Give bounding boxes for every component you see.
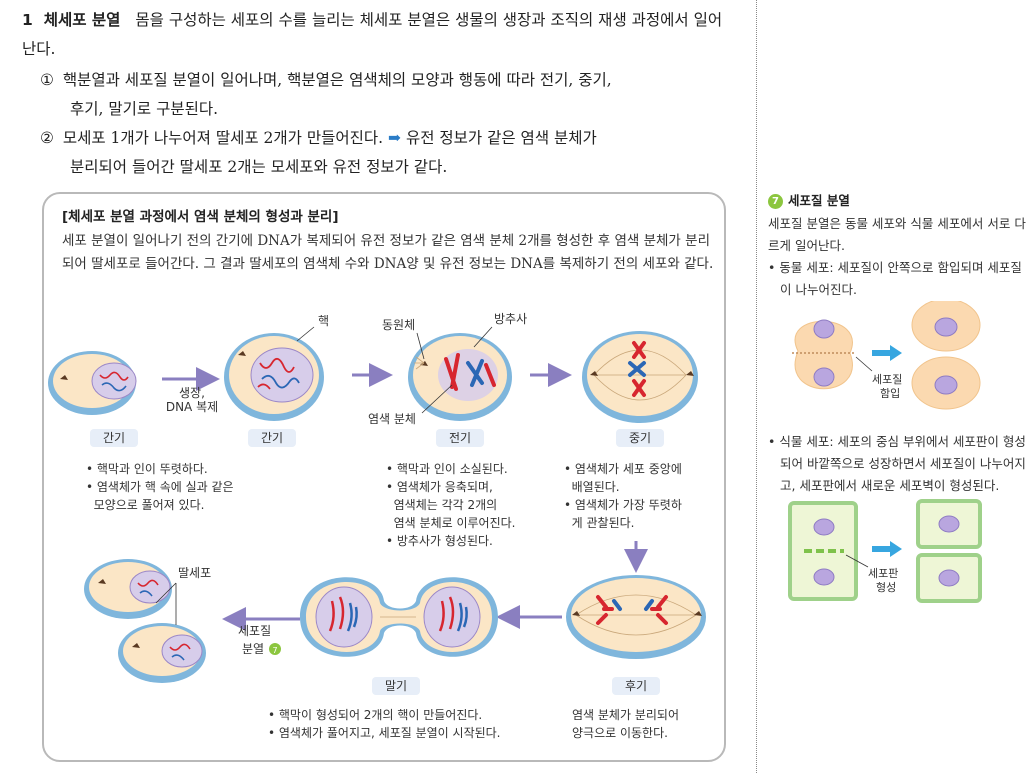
- cell-interphase-b: [224, 333, 324, 421]
- note-metaphase-1: • 염색체가 세포 중앙에: [564, 462, 682, 476]
- stage-interphase-a: 간기: [103, 431, 125, 445]
- stage-tag-telophase: [372, 677, 420, 695]
- section-number: 1: [22, 11, 33, 29]
- sidebar-plant: • 식물 세포: 세포의 중심 부위에서 세포판이 형성되어 바깥쪽으로 성장하…: [768, 434, 1026, 493]
- stage-anaphase: 후기: [625, 679, 647, 693]
- sidebar-title: 7 세포질 분열: [768, 190, 1030, 209]
- label-chromatid: 염색 분체: [368, 412, 416, 426]
- cell-telophase: [300, 577, 498, 657]
- stage-prophase: 전기: [449, 431, 471, 445]
- section-title: 체세포 분열: [43, 11, 121, 29]
- label-cytokinesis-1: 세포질: [238, 624, 271, 638]
- point-1-line2: 후기, 말기로 구분된다.: [70, 100, 219, 118]
- daughter-cell-2: [118, 623, 206, 683]
- stage-tag-metaphase: [616, 429, 664, 447]
- label-animal-1: 세포질: [872, 373, 902, 386]
- badge-number: 7: [272, 646, 277, 655]
- label-plant-2: 형성: [876, 581, 896, 594]
- stage-telophase: 말기: [385, 679, 407, 693]
- box-description: 세포 분열이 일어나기 전의 간기에 DNA가 복제되어 유전 정보가 같은 염…: [62, 233, 714, 272]
- note-telophase-1: • 핵막이 형성되어 2개의 핵이 만들어진다.: [268, 708, 482, 722]
- badge-icon: [269, 643, 281, 655]
- note-prophase-1: • 핵막과 인이 소실된다.: [386, 462, 508, 476]
- note-interphase-1: • 핵막과 인이 뚜렷하다.: [86, 462, 208, 476]
- daughter-cell-1: [84, 559, 172, 619]
- arrow-right-icon: ➡: [388, 129, 402, 147]
- cell-interphase-a: [48, 351, 137, 415]
- note-anaphase-2: 양극으로 이동한다.: [572, 726, 668, 740]
- point-2-line1b: 유전 정보가 같은 염색 분체가: [405, 129, 597, 147]
- label-growth-1: 생장,: [179, 386, 205, 400]
- note-interphase-2: • 염색체가 핵 속에 실과 같은: [86, 480, 234, 494]
- point-1-marker: ①: [40, 71, 54, 89]
- note-telophase-2: • 염색체가 풀어지고, 세포질 분열이 시작된다.: [268, 726, 501, 740]
- note-interphase-3: 모양으로 풀어져 있다.: [86, 498, 204, 512]
- label-centrosome: 동원체: [382, 318, 415, 332]
- note-anaphase-1: 염색 분체가 분리되어: [572, 708, 679, 722]
- stage-tag-anaphase: [612, 677, 660, 695]
- cell-anaphase: [566, 575, 706, 659]
- note-prophase-5: • 방추사가 형성된다.: [386, 534, 493, 548]
- note-metaphase-4: 게 관찰된다.: [564, 516, 634, 530]
- section-intro: 몸을 구성하는 세포의 수를 늘리는 체세포 분열은 생물의 생장과 조직의 재…: [22, 11, 723, 58]
- sidebar-animal: • 동물 세포: 세포질이 안쪽으로 함입되며 세포질이 나누어진다.: [768, 260, 1022, 297]
- info-box: [42, 192, 726, 762]
- stage-tag-interphase-a: [90, 429, 138, 447]
- label-daughter: 딸세포: [178, 566, 211, 580]
- box-title: [체세포 분열 과정에서 염색 분체의 형성과 분리]: [62, 209, 339, 225]
- stage-tag-prophase: [436, 429, 484, 447]
- plant-cell-division: 세포판 형성: [788, 499, 982, 603]
- point-1: ① 핵분열과 세포질 분열이 일어나며, 핵분열은 염색체의 모양과 행동에 따…: [40, 66, 730, 124]
- label-plant-1: 세포판: [868, 567, 898, 580]
- point-2-marker: ②: [40, 129, 54, 147]
- label-growth-2: DNA 복제: [166, 400, 218, 414]
- badge-icon: 7: [768, 194, 783, 209]
- sidebar-title-text: 세포질 분열: [788, 193, 850, 208]
- label-spindle: 방추사: [494, 312, 527, 326]
- stage-tag-interphase-b: [248, 429, 296, 447]
- label-nucleus: 핵: [318, 314, 329, 328]
- sidebar: 7 세포질 분열 세포질 분열은 동물 세포와 식물 세포에서 서로 다르게 일어…: [768, 190, 1030, 611]
- section-heading: 1 체세포 분열 몸을 구성하는 세포의 수를 늘리는 체세포 분열은 생물의 …: [22, 6, 727, 64]
- cell-division-diagram: 생장, DNA 복제 핵 동원체 방추사 염: [48, 312, 706, 740]
- point-2-line1a: 모세포 1개가 나누어져 딸세포 2개가 만들어진다.: [62, 129, 384, 147]
- label-animal-2: 함입: [880, 387, 900, 400]
- stage-metaphase: 중기: [629, 431, 651, 445]
- label-cytokinesis-2: 분열: [242, 642, 264, 656]
- sidebar-intro: 세포질 분열은 동물 세포와 식물 세포에서 서로 다르게 일어난다.: [768, 216, 1026, 253]
- note-prophase-3: 염색체는 각각 2개의: [386, 498, 497, 512]
- note-prophase-2: • 염색체가 응축되며,: [386, 480, 493, 494]
- point-2-line2: 분리되어 들어간 딸세포 2개는 모세포와 유전 정보가 같다.: [70, 158, 448, 176]
- note-prophase-4: 염색 분체로 이루어진다.: [386, 516, 515, 530]
- animal-cell-division: 세포질 함입: [792, 298, 981, 410]
- cell-prophase: [408, 333, 512, 421]
- stage-interphase-b: 간기: [261, 431, 283, 445]
- note-metaphase-3: • 염색체가 가장 뚜렷하: [564, 498, 682, 512]
- column-divider: [756, 0, 757, 773]
- note-metaphase-2: 배열된다.: [564, 480, 620, 494]
- main-content: 1 체세포 분열 몸을 구성하는 세포의 수를 늘리는 체세포 분열은 생물의 …: [22, 6, 730, 762]
- cell-metaphase: [582, 331, 698, 423]
- point-1-line1: 핵분열과 세포질 분열이 일어나며, 핵분열은 염색체의 모양과 행동에 따라 …: [62, 71, 612, 89]
- point-2: ② 모세포 1개가 나누어져 딸세포 2개가 만들어진다. ➡ 유전 정보가 같…: [40, 124, 730, 182]
